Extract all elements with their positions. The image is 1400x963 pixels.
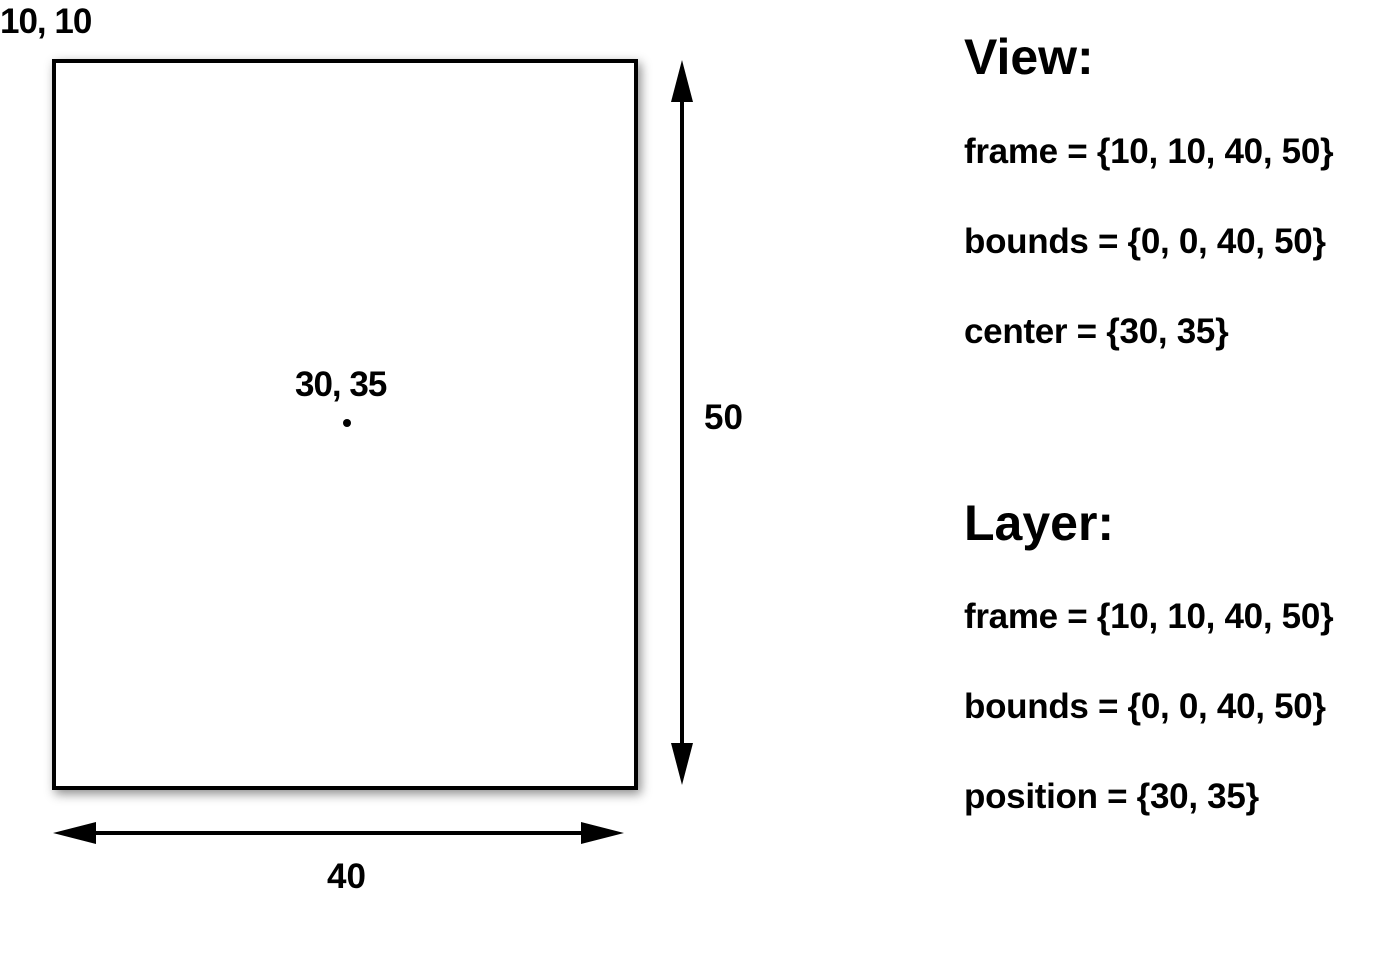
view-frame-text: frame = {10, 10, 40, 50}: [964, 132, 1334, 171]
layer-section-title: Layer:: [964, 495, 1115, 551]
height-label: 50: [704, 398, 743, 437]
origin-label: 10, 10: [0, 2, 92, 41]
width-label: 40: [327, 857, 366, 896]
height-arrow: [671, 60, 693, 785]
layer-position-text: position = {30, 35}: [964, 777, 1259, 816]
layer-bounds-text: bounds = {0, 0, 40, 50}: [964, 687, 1326, 726]
width-arrow: [53, 822, 624, 844]
view-section-title: View:: [964, 29, 1094, 85]
view-bounds-text: bounds = {0, 0, 40, 50}: [964, 222, 1326, 261]
layer-frame-text: frame = {10, 10, 40, 50}: [964, 597, 1334, 636]
center-point-label: 30, 35: [295, 365, 387, 404]
center-point-dot: [343, 419, 351, 427]
view-center-text: center = {30, 35}: [964, 312, 1229, 351]
